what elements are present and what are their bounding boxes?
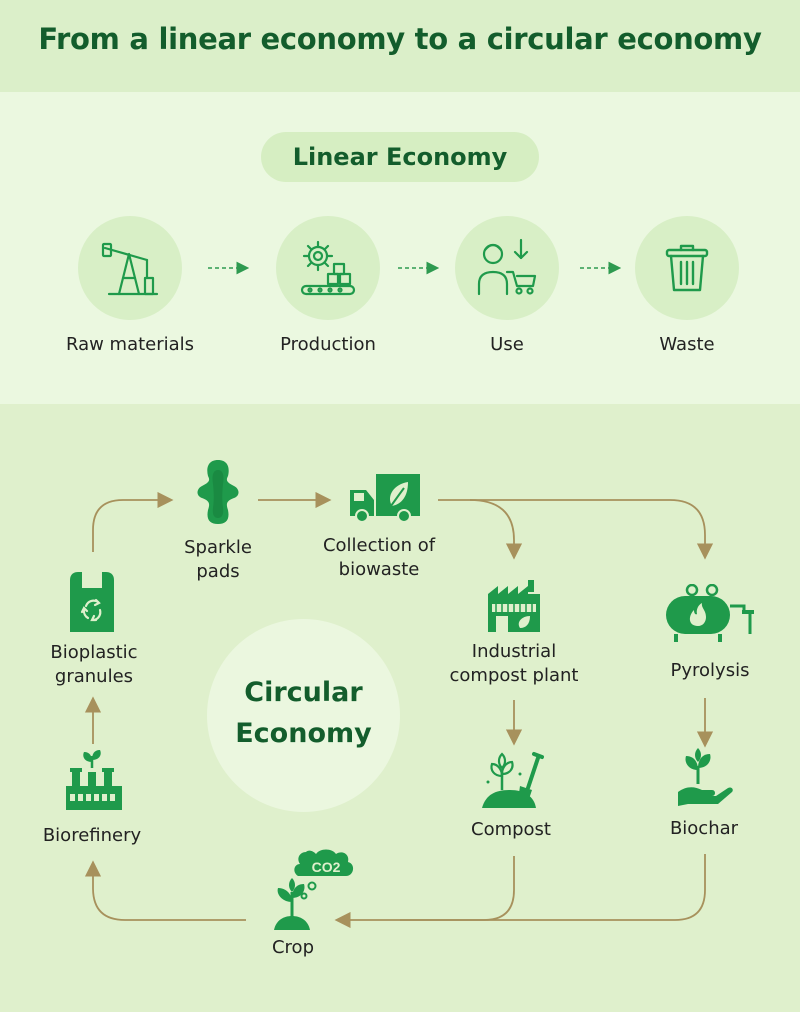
node-label-compost-plant: Industrial compost plant [429, 640, 599, 688]
node-label-bioplastic: Bioplastic granules [24, 641, 164, 689]
factory-conveyor-icon [300, 240, 356, 296]
node-label-biorefinery: Biorefinery [42, 825, 142, 846]
biorefinery-icon [66, 750, 122, 810]
node-label-sparkle-pads: Sparkle pads [148, 536, 288, 584]
node-label-pyrolysis: Pyrolysis [670, 660, 750, 681]
circular-title-line1: Circular [244, 677, 363, 708]
arrow-collection-to-pyrolysis [438, 499, 714, 560]
biowaste-truck-icon [350, 474, 420, 523]
sparkle-pads-line1: Sparkle [184, 537, 252, 558]
arrow-compost-to-crop [334, 856, 515, 929]
node-label-collection: Collection of biowaste [294, 534, 464, 582]
sanitary-pad-icon [197, 460, 239, 524]
linear-economy-title: Linear Economy [261, 132, 539, 182]
hand-plant-icon [678, 748, 733, 806]
stage-circle-production [276, 216, 380, 320]
collection-line2: biowaste [338, 559, 420, 580]
arrow-collection-to-compost-plant [469, 499, 523, 560]
oil-pumpjack-icon [101, 242, 159, 296]
collection-line1: Collection of [322, 535, 436, 556]
co2-text: CO2 [312, 859, 341, 875]
stage-label-waste: Waste [659, 334, 715, 355]
sparkle-pads-line2: pads [196, 561, 240, 582]
circular-economy-title: Circular Economy [207, 672, 400, 754]
recycle-bag-icon [70, 572, 114, 632]
node-label-biochar: Biochar [669, 818, 739, 839]
shopper-cart-icon [477, 238, 537, 296]
node-label-compost: Compost [471, 819, 551, 840]
bioplastic-line1: Bioplastic [50, 642, 138, 663]
crop-sprout-icon: CO2 [274, 849, 354, 930]
header-band [0, 0, 800, 92]
compost-plant-line1: Industrial [471, 641, 557, 662]
compost-plant-icon [488, 580, 540, 632]
node-label-crop: Crop [271, 937, 314, 958]
arrow-crop-to-biorefinery [84, 860, 246, 921]
arrow-biochar-to-crop [400, 854, 706, 921]
stage-circle-use [455, 216, 559, 320]
stage-label-production: Production [280, 334, 376, 355]
page-title: From a linear economy to a circular econ… [38, 22, 762, 56]
trash-bin-icon [665, 244, 709, 292]
pyrolysis-tank-icon [666, 584, 754, 642]
stage-circle-raw-materials [78, 216, 182, 320]
compost-plant-line2: compost plant [449, 665, 579, 686]
stage-label-raw-materials: Raw materials [65, 334, 195, 355]
stage-label-use: Use [490, 334, 524, 355]
arrow-bioplastic-to-pads [92, 491, 174, 552]
bioplastic-line2: granules [54, 666, 134, 687]
circular-economy-center [207, 619, 400, 812]
circular-title-line2: Economy [235, 718, 372, 749]
compost-shovel-icon [482, 752, 544, 808]
